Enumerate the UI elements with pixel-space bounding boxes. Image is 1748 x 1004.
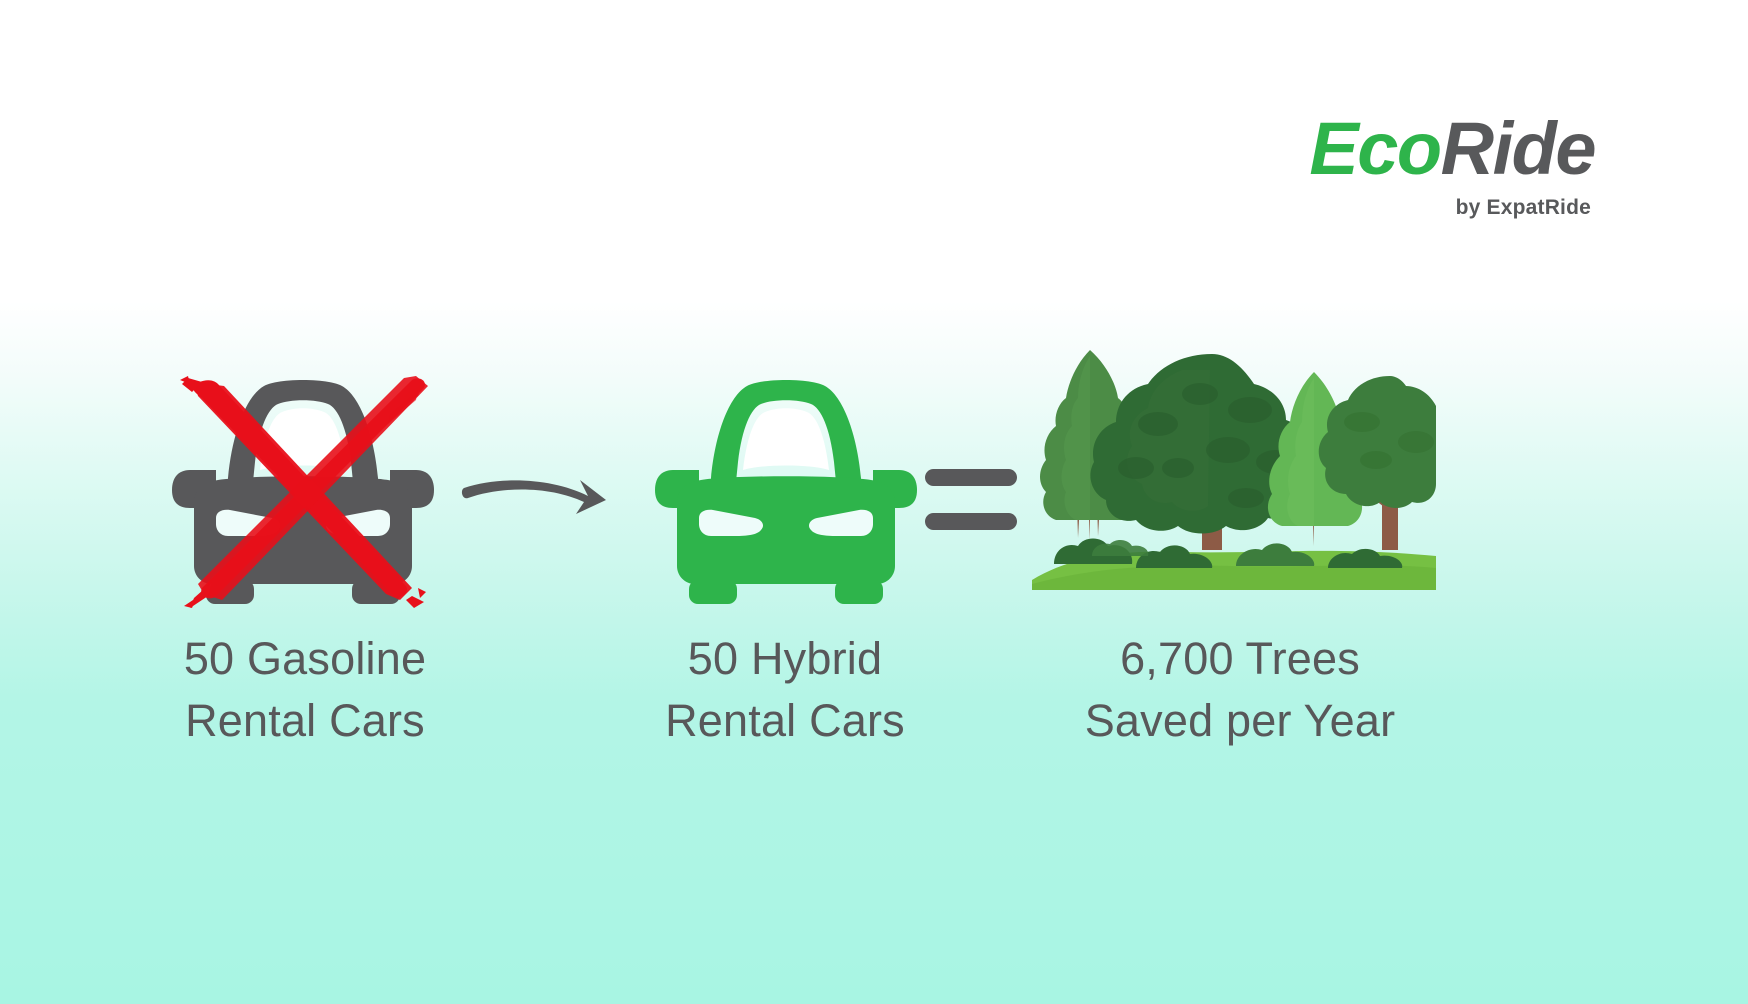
figure-trees-saved bbox=[1032, 350, 1436, 610]
equals-connector bbox=[925, 465, 1017, 535]
tree-deciduous-right bbox=[1318, 376, 1436, 550]
car-front-icon bbox=[655, 380, 917, 604]
equals-icon bbox=[925, 469, 1017, 530]
figure-gasoline-cars bbox=[168, 350, 438, 610]
caption-trees-saved: 6,700 Trees Saved per Year bbox=[1084, 633, 1396, 747]
arrow-right-icon bbox=[461, 480, 606, 514]
figure-hybrid-cars bbox=[650, 350, 922, 610]
forest-trees-icon bbox=[1032, 350, 1436, 590]
logo-eco-text: Eco bbox=[1309, 107, 1442, 190]
brand-logo: EcoRide by ExpatRide bbox=[1275, 112, 1596, 220]
bushes bbox=[1054, 538, 1403, 568]
comparison-figure-row bbox=[0, 350, 1748, 610]
logo-ride-text: Ride bbox=[1440, 107, 1597, 190]
logo-tagline: by ExpatRide bbox=[1455, 196, 1591, 219]
red-cross-out-mark bbox=[180, 376, 428, 608]
caption-gasoline-cars: 50 Gasoline Rental Cars bbox=[183, 633, 427, 747]
tree-deciduous-center bbox=[1090, 354, 1314, 550]
arrow-connector bbox=[460, 470, 620, 530]
caption-hybrid-cars: 50 Hybrid Rental Cars bbox=[665, 633, 905, 747]
caption-row: 50 Gasoline Rental Cars 50 Hybrid Rental… bbox=[0, 628, 1748, 768]
logo-wordmark: EcoRide bbox=[1275, 112, 1596, 186]
